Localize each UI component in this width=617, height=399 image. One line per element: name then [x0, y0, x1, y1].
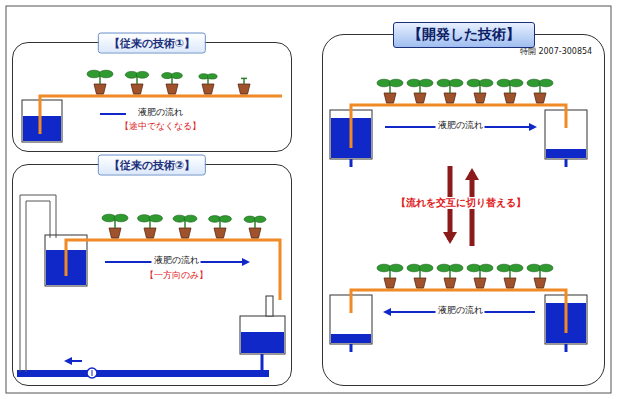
- outer-frame: [6, 6, 611, 393]
- panel-box: 【開発した技術】: [322, 34, 605, 386]
- panel-title: 【従来の技術②】: [98, 155, 206, 176]
- flow-label: 液肥の流れ: [152, 255, 201, 265]
- flow-label: 液肥の流れ: [436, 305, 485, 315]
- note-text: 【途中でなくなる】: [118, 121, 203, 131]
- system-2: [17, 195, 285, 378]
- panel-title: 【開発した技術】: [393, 22, 535, 48]
- note-text: 【一方向のみ】: [143, 270, 210, 280]
- note-text: 【流れを交互に切り替える】: [394, 197, 528, 209]
- system-1: [22, 96, 282, 142]
- flow-label: 液肥の流れ: [136, 107, 185, 117]
- panel-title: 【従来の技術①】: [98, 33, 206, 54]
- flow-label: 特開 2007-300854: [518, 47, 594, 56]
- potted-plants: [87, 70, 553, 288]
- system-3-reverse: [330, 290, 587, 352]
- panel-box: 【従来の技術①】: [12, 42, 292, 152]
- system-3-forward: [330, 105, 587, 167]
- flow-label: 液肥の流れ: [436, 120, 485, 130]
